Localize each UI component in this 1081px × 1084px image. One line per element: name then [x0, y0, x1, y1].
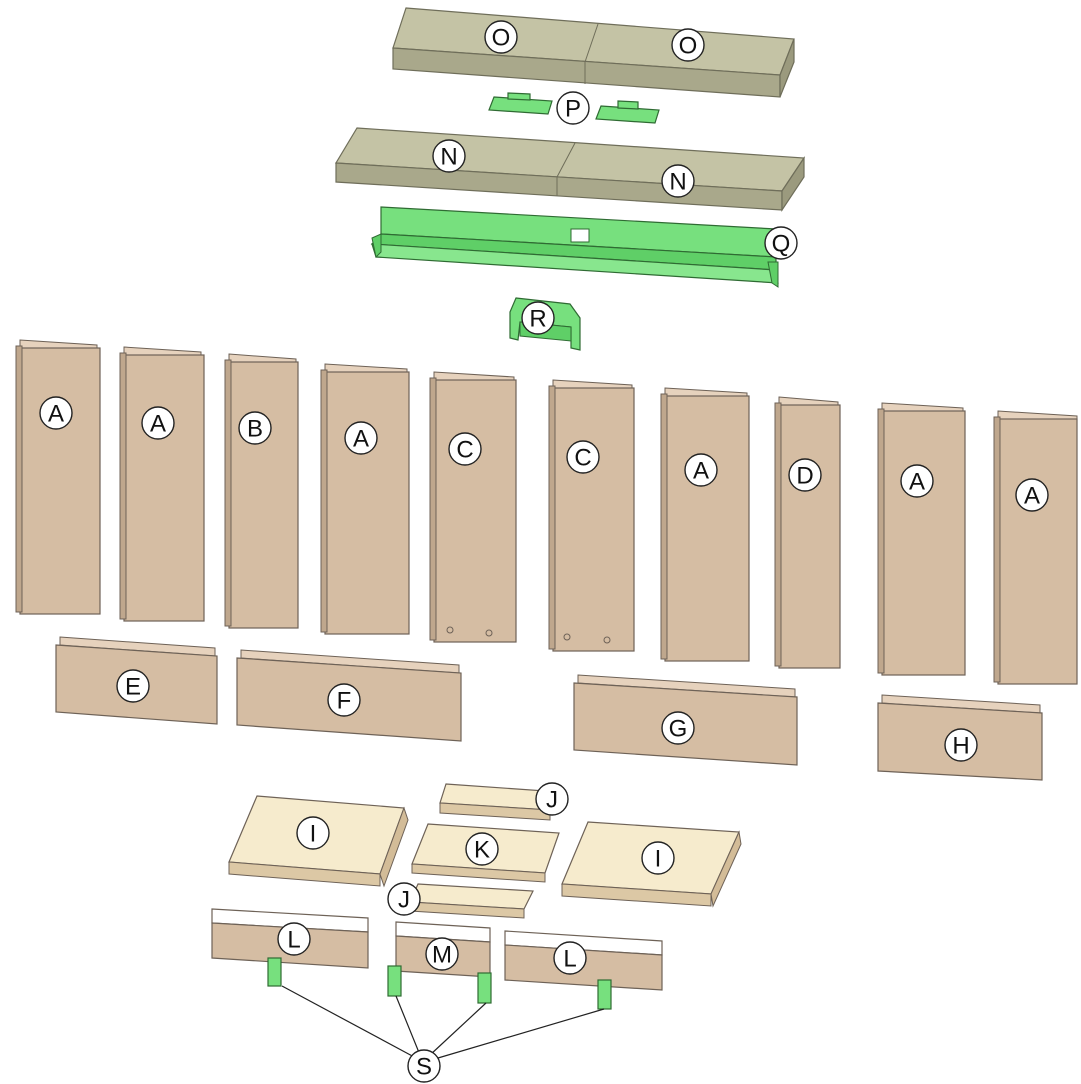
label-i-1: I: [296, 816, 330, 850]
wall-brick-a-1: [15, 339, 101, 615]
label-g-text: G: [669, 716, 688, 743]
label-a-2-text: A: [150, 411, 166, 438]
label-o-2: O: [671, 28, 705, 62]
wall-brick-c-1: [429, 371, 517, 643]
label-a-6: A: [1015, 478, 1049, 512]
label-s: S: [407, 1049, 441, 1083]
label-o-2-text: O: [679, 33, 698, 60]
label-h-text: H: [952, 733, 969, 760]
label-i-2-text: I: [655, 846, 662, 873]
label-k: K: [465, 832, 499, 866]
wall-brick-c-2: [548, 379, 635, 652]
label-j-1-text: J: [546, 787, 558, 814]
baffle-n-side: [781, 156, 805, 212]
label-c-2: C: [566, 440, 600, 474]
label-m-text: M: [432, 942, 452, 969]
baffle-o-side: [779, 38, 795, 98]
label-p-text: P: [565, 96, 581, 123]
label-q-text: Q: [772, 231, 791, 258]
label-l-2: L: [553, 941, 587, 975]
label-e-text: E: [125, 674, 141, 701]
wall-brick-a-4: [660, 387, 750, 662]
label-d-text: D: [796, 463, 813, 490]
foot-s-1: [267, 957, 282, 987]
label-n-1: N: [432, 139, 466, 173]
label-a-3-text: A: [353, 426, 369, 453]
label-j-1: J: [535, 782, 569, 816]
label-k-text: K: [474, 837, 490, 864]
label-b-text: B: [247, 416, 263, 443]
label-n-2-text: N: [669, 169, 686, 196]
wall-brick-a-6: [993, 410, 1078, 685]
wall-brick-a-2: [119, 346, 205, 622]
label-l-1: L: [277, 922, 311, 956]
leader-lines-s: [281, 985, 605, 1059]
label-o-1-text: O: [492, 25, 511, 52]
label-d: D: [788, 458, 822, 492]
rail-q: [370, 206, 779, 288]
label-a-3: A: [344, 421, 378, 455]
baffle-o-split: [584, 23, 599, 63]
wall-brick-a-5: [877, 402, 966, 676]
wall-brick-a-3: [320, 363, 410, 635]
label-f: F: [327, 683, 361, 717]
foot-s-4: [597, 979, 612, 1010]
label-i-2: I: [641, 841, 675, 875]
label-p: P: [556, 91, 590, 125]
bracket-p-right: [595, 100, 660, 124]
label-g: G: [661, 711, 695, 745]
label-f-text: F: [337, 688, 352, 715]
label-c-1-text: C: [456, 437, 473, 464]
label-l-1-text: L: [287, 927, 300, 954]
wall-brick-d: [774, 396, 841, 669]
label-l-2-text: L: [563, 946, 576, 973]
bracket-p-left: [488, 92, 553, 115]
floor-brick-j-top: [439, 783, 561, 821]
label-a-1: A: [39, 396, 73, 430]
baffle-n: [334, 127, 806, 212]
label-b: B: [238, 411, 272, 445]
label-n-2: N: [661, 164, 695, 198]
floor-brick-j-bottom: [409, 883, 534, 919]
label-c-2-text: C: [574, 445, 591, 472]
label-s-text: S: [416, 1054, 432, 1081]
label-e: E: [116, 669, 150, 703]
label-i-1-text: I: [310, 821, 317, 848]
baffle-o: [392, 7, 795, 98]
label-a-5: A: [900, 464, 934, 498]
label-a-5-text: A: [909, 469, 925, 496]
label-a-2: A: [141, 406, 175, 440]
label-a-4-text: A: [693, 458, 709, 485]
label-r: R: [521, 301, 555, 335]
label-j-2: J: [387, 882, 421, 916]
foot-s-2: [387, 965, 402, 997]
foot-s-3: [477, 972, 492, 1004]
label-j-2-text: J: [398, 887, 410, 914]
label-m: M: [425, 937, 459, 971]
label-a-6-text: A: [1024, 483, 1040, 510]
label-h: H: [944, 728, 978, 762]
label-a-1-text: A: [48, 401, 64, 428]
label-n-1-text: N: [440, 144, 457, 171]
label-a-4: A: [684, 453, 718, 487]
label-c-1: C: [448, 432, 482, 466]
wall-brick-b: [224, 353, 299, 629]
label-r-text: R: [529, 306, 546, 333]
label-o-1: O: [484, 20, 518, 54]
label-q: Q: [764, 226, 798, 260]
